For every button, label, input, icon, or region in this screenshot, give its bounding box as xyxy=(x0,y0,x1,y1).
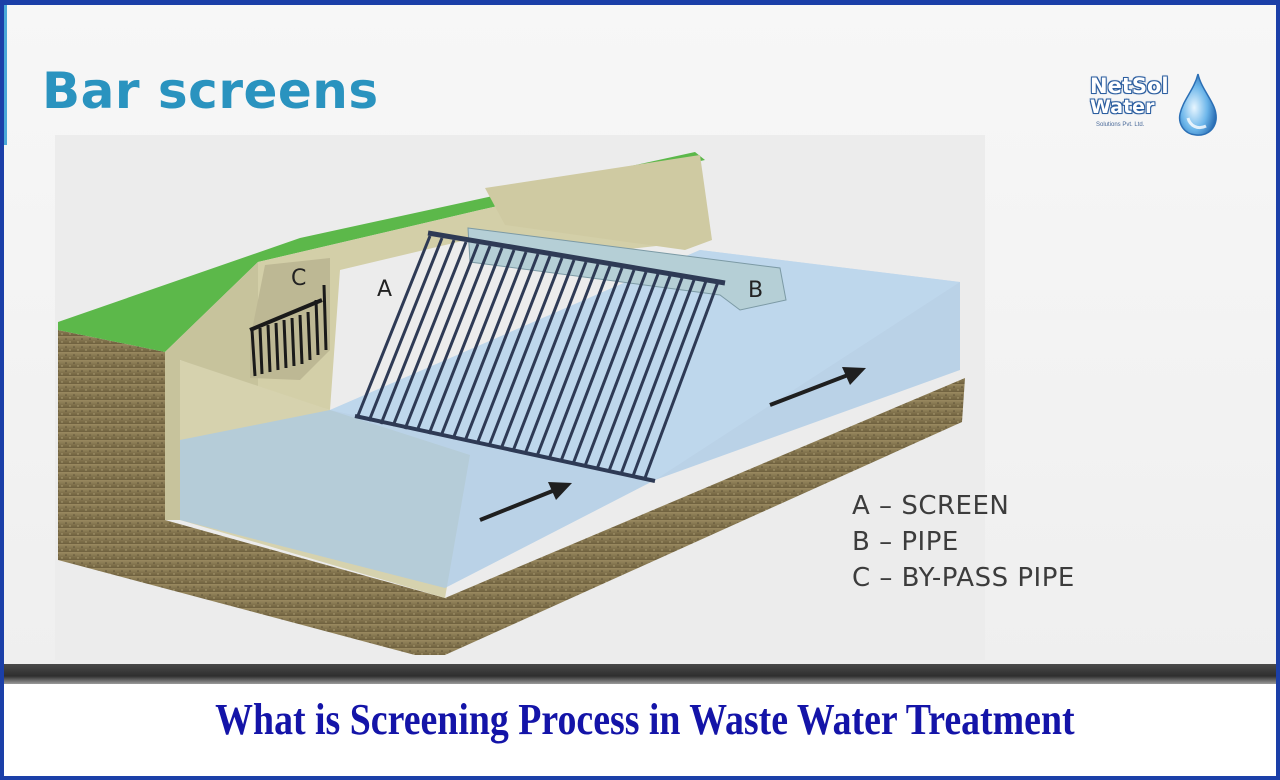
concrete-wall-left xyxy=(165,262,258,520)
logo-tagline: Solutions Pvt. Ltd. xyxy=(1096,122,1145,128)
label-a: A xyxy=(377,277,392,302)
label-c: C xyxy=(291,266,306,291)
water-drop-icon xyxy=(1178,73,1217,136)
logo-text-line2: Water xyxy=(1090,96,1155,118)
slide-bottom-bar xyxy=(4,664,1276,684)
slide-accent xyxy=(4,5,14,145)
soil-floor xyxy=(445,378,965,655)
flow-arrow-lower xyxy=(479,482,572,522)
logo-text-line1: NetSol xyxy=(1090,74,1169,98)
page-caption: What is Screening Process in Waste Water… xyxy=(215,695,1075,744)
legend-item-pipe: B – PIPE xyxy=(852,527,959,557)
water-surface xyxy=(330,250,960,480)
label-b: B xyxy=(748,278,763,303)
concrete-upper-ledge xyxy=(485,155,712,250)
netsol-logo: NetSol Water Solutions Pvt. Ltd. xyxy=(1090,72,1220,142)
diagram-legend: A – SCREEN B – PIPE C – BY-PASS PIPE xyxy=(852,488,1075,596)
bypass-bar-rack xyxy=(249,284,328,377)
main-bar-screen xyxy=(354,230,726,483)
slide-heading: Bar screens xyxy=(42,62,379,120)
soil-block xyxy=(58,330,445,655)
legend-item-screen: A – SCREEN xyxy=(852,491,1010,521)
legend-item-bypass: C – BY-PASS PIPE xyxy=(852,563,1075,593)
flow-arrow-upper xyxy=(769,367,866,407)
